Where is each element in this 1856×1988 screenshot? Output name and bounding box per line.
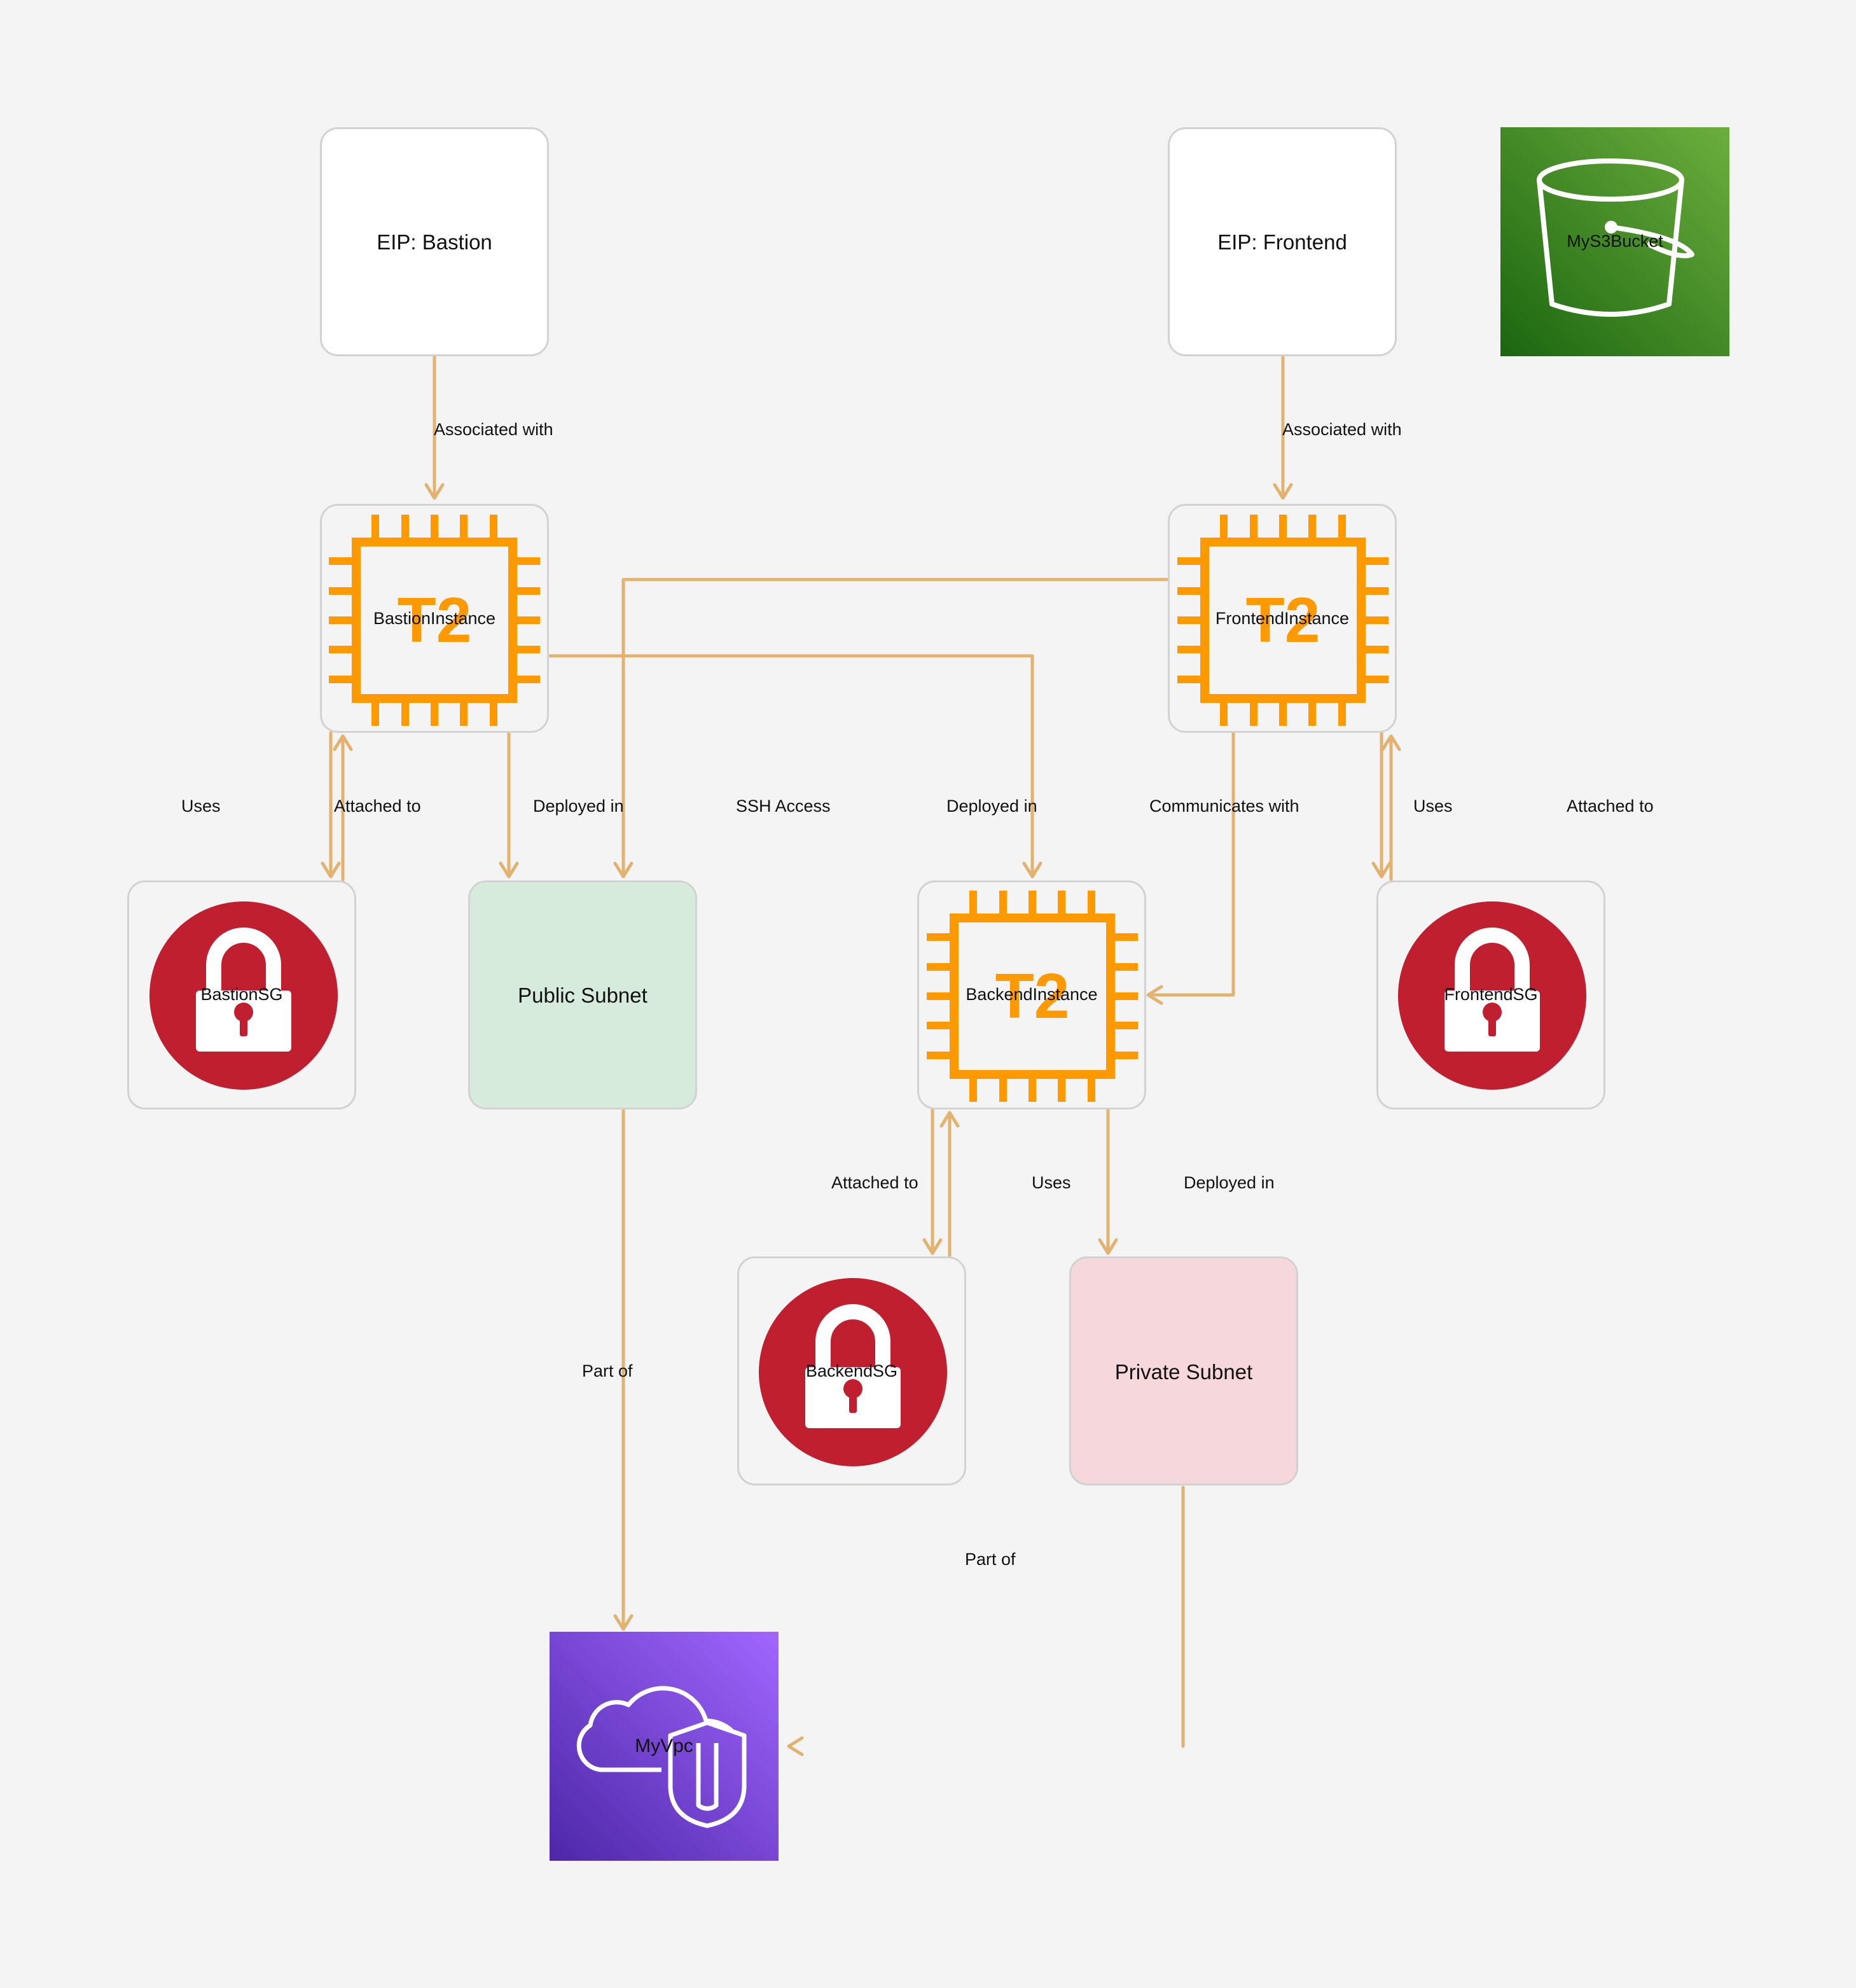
arrowhead <box>424 483 445 500</box>
svg-text:T2: T2 <box>995 961 1070 1032</box>
s3-bucket-label: MyS3Bucket <box>1567 232 1663 251</box>
vpc-cloud-shield-icon <box>550 1632 779 1861</box>
arrowhead <box>1381 734 1401 751</box>
edge-label-associated-with: Associated with <box>1282 420 1402 439</box>
frontend-instance-node[interactable] <box>1168 504 1397 733</box>
edge-label-uses: Uses <box>181 796 221 816</box>
backend-instance-label: BackendInstance <box>966 985 1098 1004</box>
backend-instance-node[interactable] <box>917 880 1146 1109</box>
frontend-sg-node[interactable] <box>1376 880 1605 1109</box>
frontend-sg-label: FrontendSG <box>1444 985 1538 1004</box>
edge-label-attached-to: Attached to <box>1567 796 1654 816</box>
edge-label-attached-to: Attached to <box>831 1173 918 1192</box>
arrowhead <box>922 1238 943 1255</box>
eip-bastion-node[interactable] <box>320 127 549 356</box>
frontend-instance-label: FrontendInstance <box>1215 609 1350 628</box>
edge-label-communicates-with: Communicates with <box>1149 796 1299 816</box>
svg-text:T2: T2 <box>398 585 472 656</box>
arrowhead <box>1371 861 1392 879</box>
svg-text:T2: T2 <box>1246 585 1320 656</box>
edge-frontend-communicates-backend <box>1148 731 1235 997</box>
arrowhead <box>939 1111 960 1128</box>
arrowhead <box>321 861 341 879</box>
edge-frontend-to-public <box>621 578 1170 877</box>
public-subnet-label: Public Subnet <box>518 984 648 1007</box>
backend-sg-label: BackendSG <box>805 1361 898 1380</box>
public-subnet-node[interactable] <box>468 880 697 1109</box>
edge-bastion-ssh-to-backend <box>548 654 1034 877</box>
arrowhead <box>333 734 353 751</box>
ec2-t2-chip-icon: T2 <box>1181 518 1385 722</box>
arrowhead <box>1022 861 1042 879</box>
vpc-label: MyVpc <box>635 1735 693 1756</box>
eip-frontend-label: EIP: Frontend <box>1217 230 1347 254</box>
arrowhead <box>1273 483 1293 500</box>
edge-label-uses: Uses <box>1032 1173 1071 1192</box>
bastion-sg-node[interactable] <box>127 880 356 1109</box>
ec2-t2-chip-icon: T2 <box>931 894 1134 1098</box>
backend-sg-node[interactable] <box>737 1256 966 1485</box>
edge-label-part-of: Part of <box>965 1550 1016 1569</box>
arrowhead <box>1098 1238 1118 1255</box>
edge-label-deployed-in: Deployed in <box>946 796 1037 816</box>
eip-frontend-node[interactable] <box>1168 127 1397 356</box>
edge-label-part-of: Part of <box>582 1361 633 1380</box>
bastion-sg-label: BastionSG <box>200 985 283 1004</box>
edge-label-associated-with: Associated with <box>434 420 553 439</box>
ec2-t2-chip-icon: T2 <box>333 518 536 722</box>
private-subnet-label: Private Subnet <box>1114 1360 1253 1384</box>
edge-label-uses: Uses <box>1413 796 1453 816</box>
edge-label-ssh-access: SSH Access <box>736 796 831 816</box>
bastion-instance-node[interactable] <box>320 504 549 733</box>
arrowhead <box>499 861 519 879</box>
s3-bucket-icon <box>1500 127 1729 356</box>
edge-label-deployed-in: Deployed in <box>533 796 624 816</box>
eip-bastion-label: EIP: Bastion <box>377 230 492 254</box>
bastion-instance-label: BastionInstance <box>373 609 496 628</box>
private-subnet-node[interactable] <box>1069 1256 1298 1485</box>
arrowhead <box>613 1614 634 1631</box>
arrowhead <box>613 861 634 879</box>
edge-label-attached-to: Attached to <box>334 796 421 816</box>
arrowhead <box>1146 985 1163 1005</box>
arrowhead <box>787 1736 804 1756</box>
edge-label-deployed-in: Deployed in <box>1184 1173 1275 1192</box>
